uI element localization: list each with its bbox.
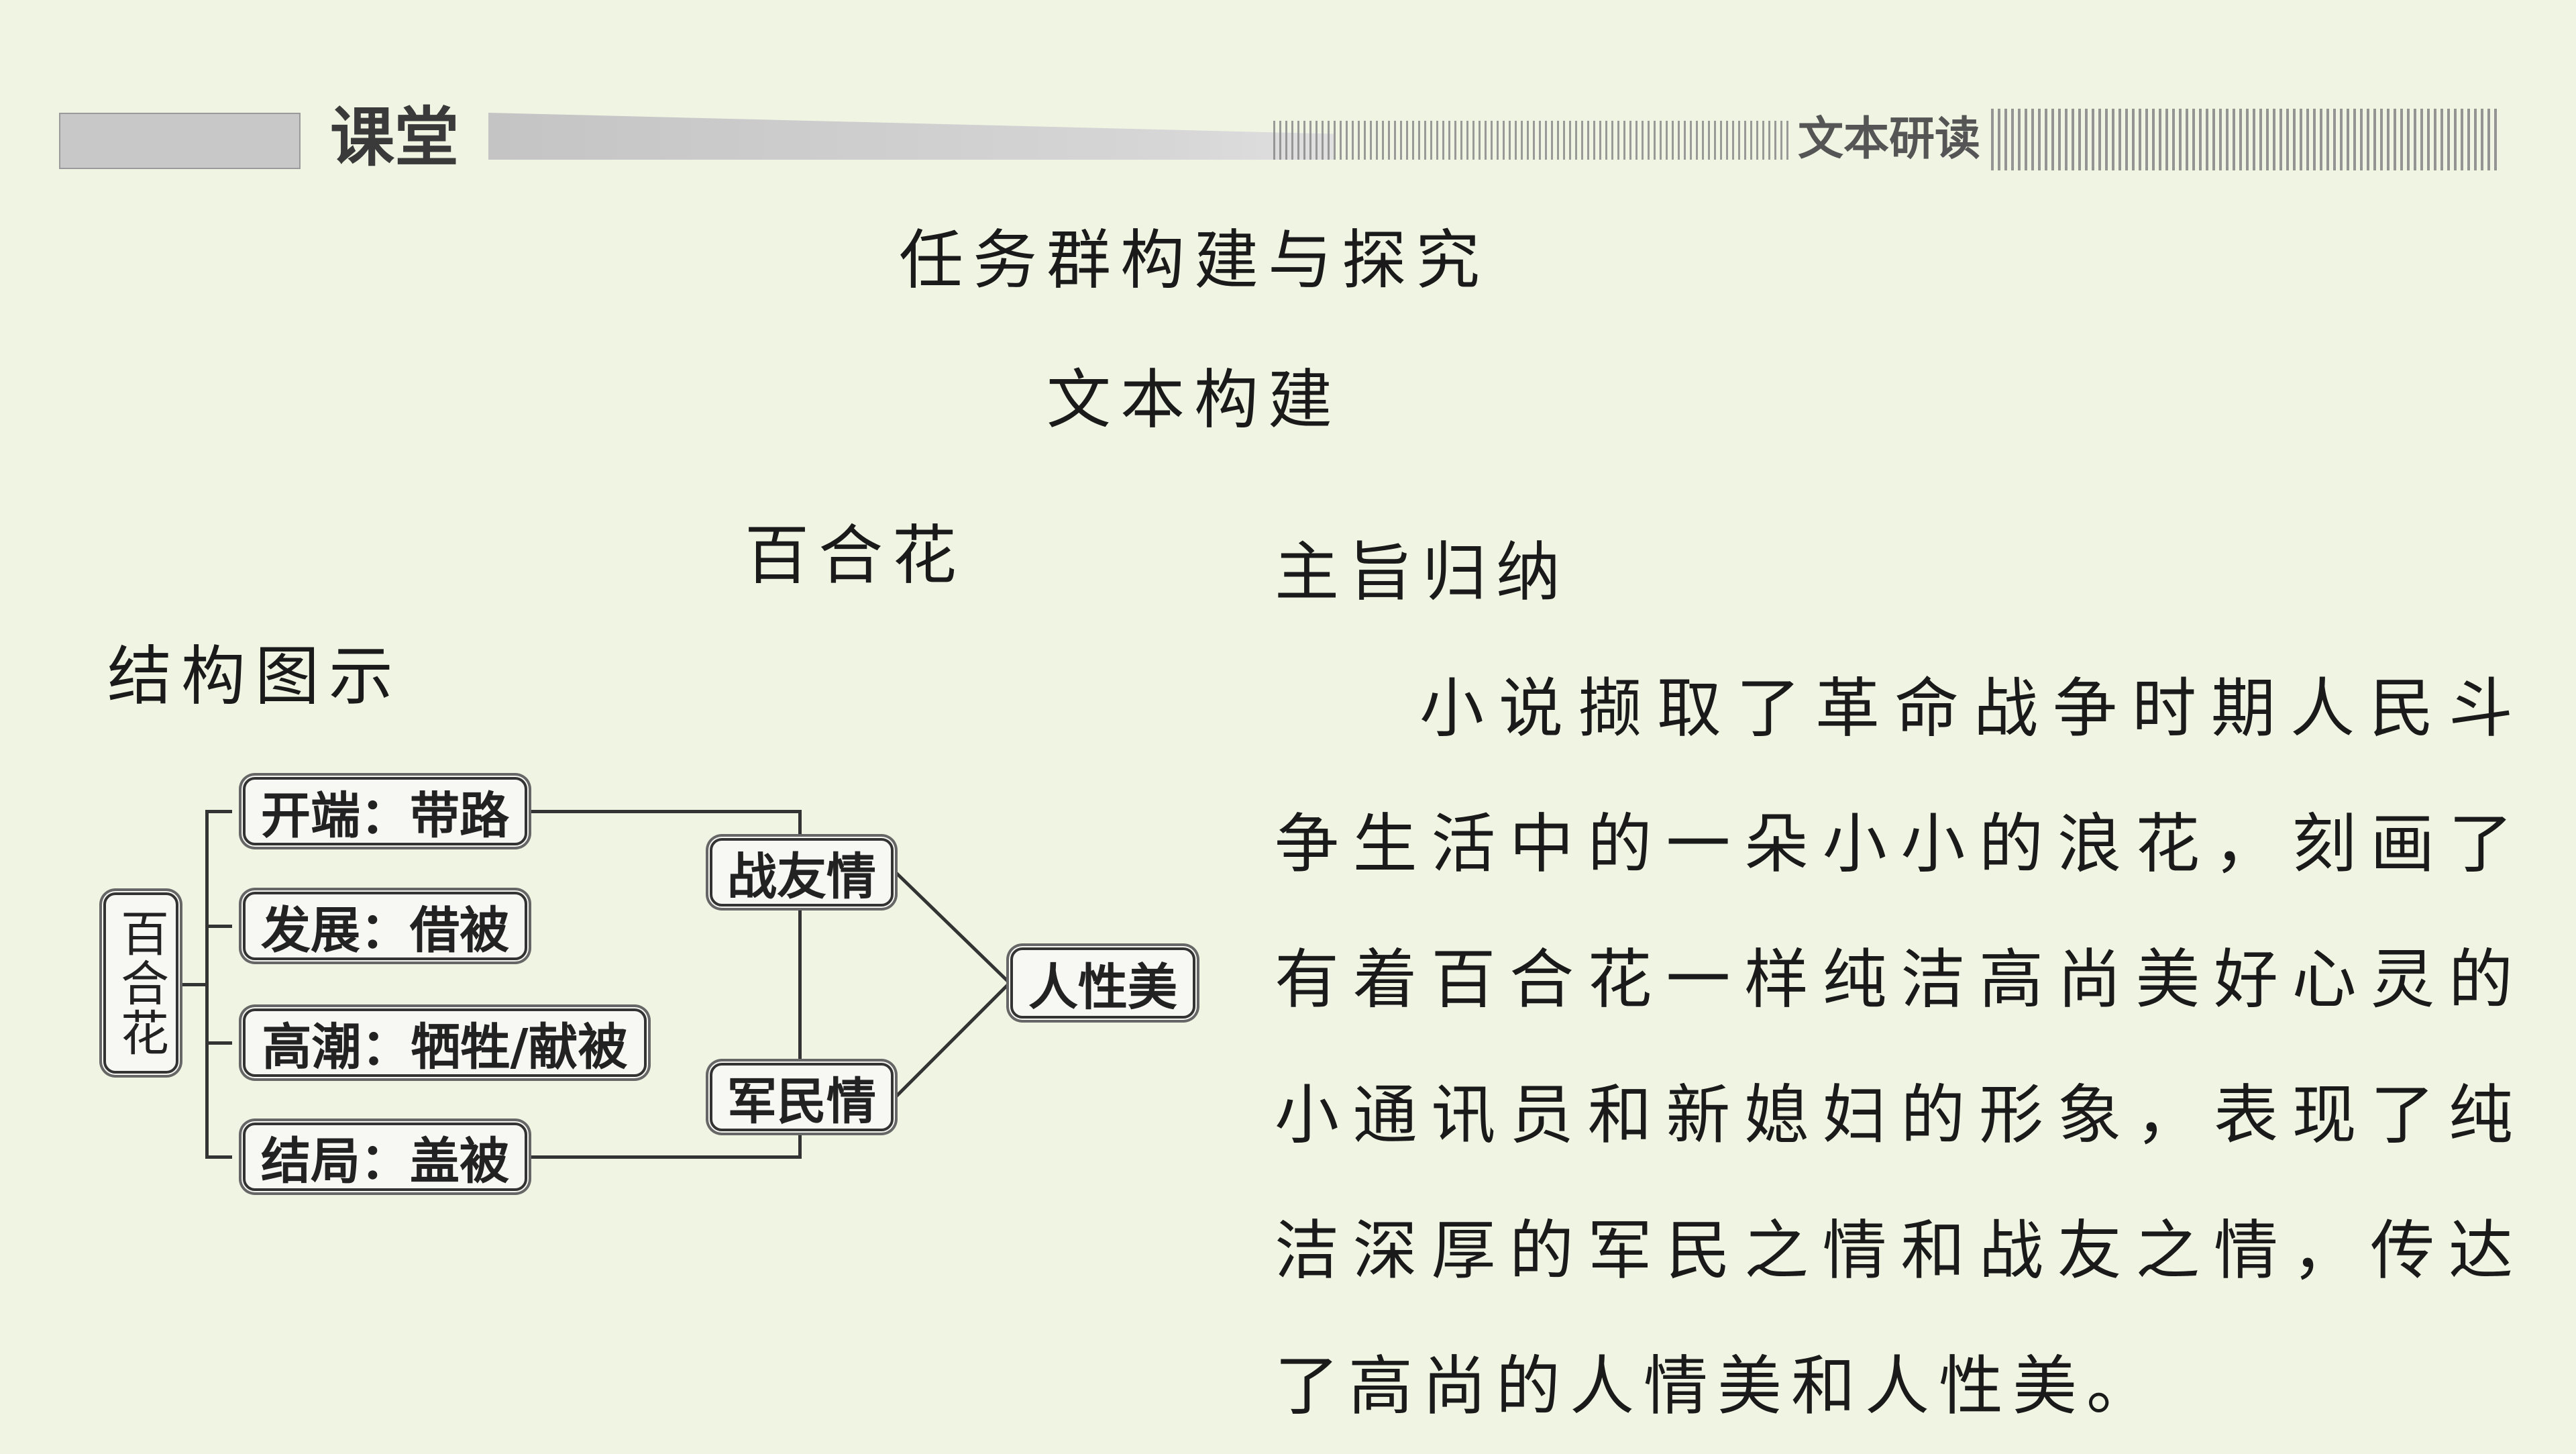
- story-title: 百合花: [745, 518, 966, 593]
- stage-node-development: 发展：借被: [243, 892, 527, 960]
- group-label: 战友情: [727, 847, 876, 906]
- group-node-comrade: 战友情: [710, 838, 894, 906]
- group-label: 军民情: [727, 1072, 876, 1131]
- banner-wedge-bar: [488, 113, 1334, 160]
- structure-title: 结构图示: [107, 639, 402, 714]
- stage-branch-2: [205, 925, 232, 928]
- banner-hatch-left: [1273, 121, 1850, 160]
- bottom-link: [529, 1155, 801, 1159]
- stage-branch-1: [205, 810, 232, 813]
- stage-node-opening: 开端：带路: [243, 777, 527, 845]
- top-link: [529, 810, 801, 813]
- stage-branch-3: [205, 1041, 232, 1045]
- stage-node-ending: 结局：盖被: [243, 1123, 527, 1191]
- stage-label: 结局：盖被: [261, 1132, 509, 1190]
- banner-title: 课堂: [321, 101, 468, 174]
- stage-branch-4: [205, 1155, 232, 1159]
- root-node: 百合花: [103, 892, 178, 1074]
- stage-trunk: [205, 810, 209, 1159]
- group-node-military-civilian: 军民情: [710, 1063, 894, 1131]
- theme-summary: 小说撷取了革命战争时期人民斗争生活中的一朵小小的浪花，刻画了有着百合花一样纯洁高…: [1275, 671, 2522, 1424]
- section-banner: 课堂 文本研读: [59, 101, 2501, 174]
- structure-diagram: 百合花 开端：带路 发展：借被 高潮：牺牲/献被 结局：盖被 战友情 军民情 人…: [94, 758, 1208, 1201]
- result-label: 人性美: [1028, 958, 1177, 1017]
- stage-label: 开端：带路: [261, 786, 509, 845]
- theme-title: 主旨归纳: [1275, 535, 1570, 610]
- result-node: 人性美: [1010, 947, 1195, 1019]
- root-connector: [181, 983, 205, 986]
- result-connectors: [894, 871, 1011, 1098]
- root-label: 百合花: [112, 908, 169, 1057]
- banner-hatch-right: [1991, 109, 2501, 170]
- stage-label: 高潮：牺牲/献被: [262, 1018, 628, 1076]
- banner-left-bar: [59, 113, 301, 169]
- banner-subtitle: 文本研读: [1790, 109, 1989, 170]
- group-spine: [798, 810, 802, 1159]
- stage-label: 发展：借被: [261, 901, 509, 959]
- text-construction-title: 文本构建: [1046, 362, 1342, 437]
- task-title: 任务群构建与探究: [899, 223, 1489, 298]
- stage-node-climax: 高潮：牺牲/献被: [243, 1008, 647, 1077]
